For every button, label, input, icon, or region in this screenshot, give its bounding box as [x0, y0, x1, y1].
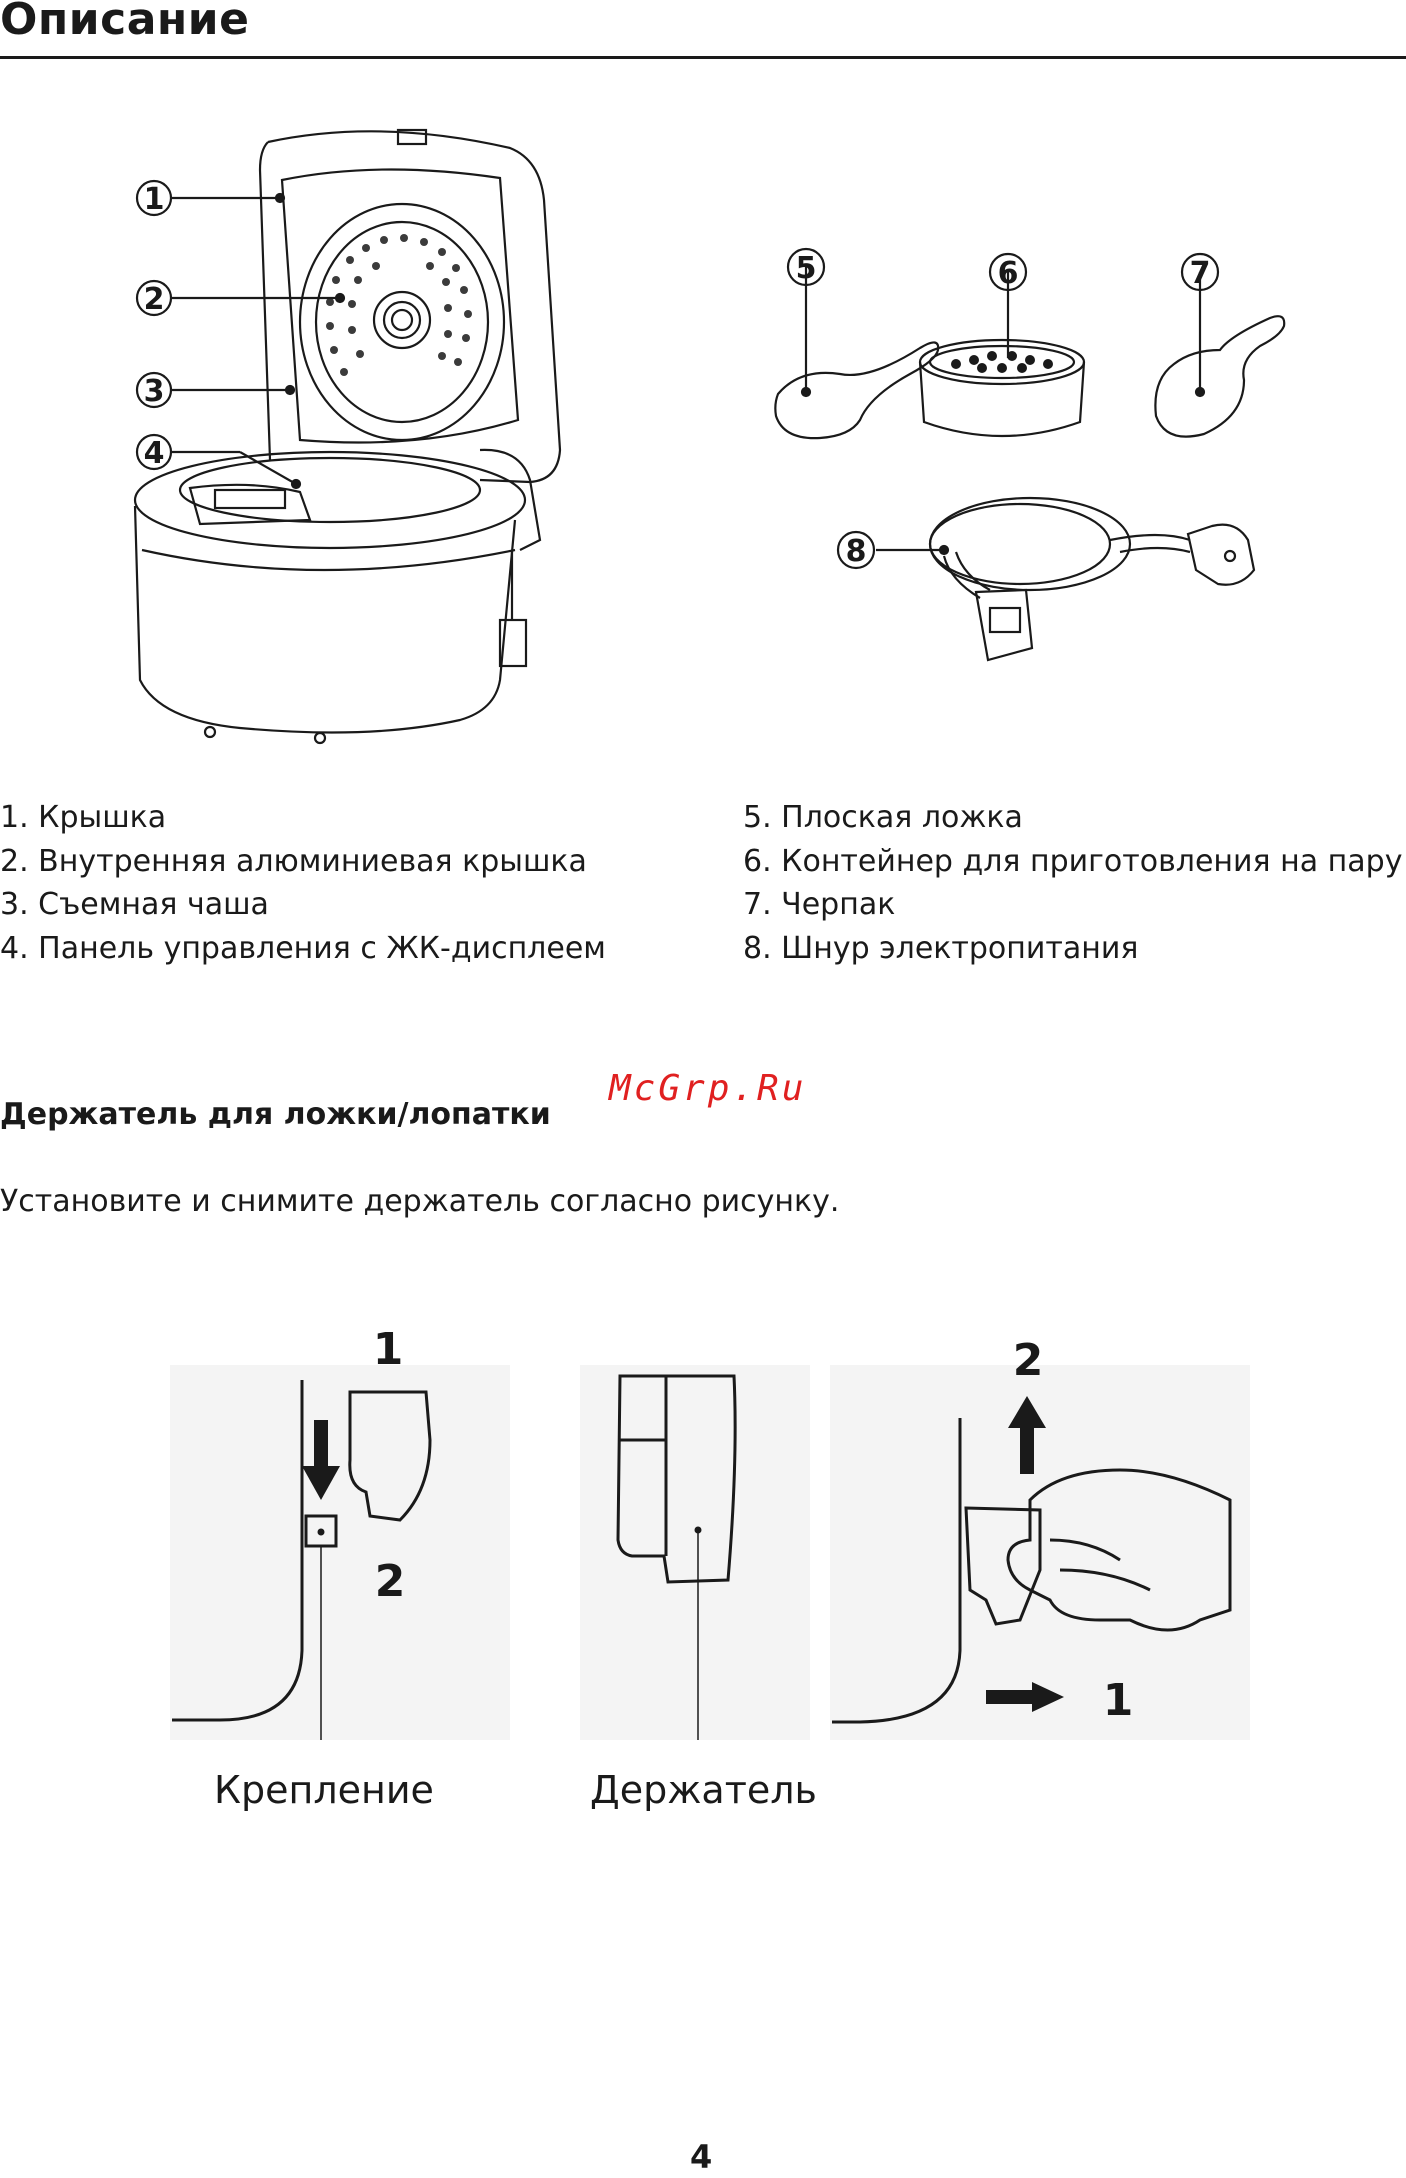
holder-section-heading: Держатель для ложки/лопатки — [0, 1097, 551, 1132]
caption-holder: Держатель — [590, 1768, 817, 1812]
page-title: Описание — [0, 0, 250, 45]
list-item: 5. Плоская ложка — [743, 800, 1023, 835]
holder-instruction: Установите и снимите держатель согласно … — [0, 1184, 840, 1219]
callout-5: 5 — [796, 251, 817, 286]
holder-installation-diagram: 1 2 2 1 — [170, 1324, 1250, 1740]
list-item: 7. Черпак — [743, 887, 896, 922]
callout-2: 2 — [144, 282, 165, 317]
list-item: 4. Панель управления с ЖК-дисплеем — [0, 930, 606, 966]
list-item: 6. Контейнер для приготовления на пару — [743, 843, 1403, 879]
rice-cooker-illustration: 1 2 3 4 — [133, 128, 562, 745]
callout-7: 7 — [1190, 256, 1211, 291]
list-item: 2. Внутренняя алюминиевая крышка — [0, 843, 587, 879]
callout-3: 3 — [144, 374, 165, 409]
accessories-illustration: 5 6 7 8 — [774, 247, 1286, 662]
callout-4: 4 — [144, 436, 165, 471]
watermark: McGrp.Ru — [609, 1068, 807, 1109]
step-label-install-2: 2 — [375, 1556, 406, 1607]
callout-8: 8 — [846, 534, 867, 569]
list-item: 8. Шнур электропитания — [743, 930, 1139, 966]
caption-mount: Крепление — [214, 1768, 434, 1812]
title-divider — [0, 56, 1406, 59]
list-item: 1. Крышка — [0, 800, 167, 835]
callout-6: 6 — [998, 256, 1019, 291]
parts-list-right: 5. Плоская ложка 6. Контейнер для пригот… — [743, 796, 1402, 970]
parts-list-left: 1. Крышка 2. Внутренняя алюминиевая крыш… — [0, 796, 606, 970]
callout-1: 1 — [144, 182, 165, 217]
page-number: 4 — [690, 2138, 713, 2176]
step-label-install-1: 1 — [373, 1324, 404, 1375]
list-item: 3. Съемная чаша — [0, 887, 269, 922]
step-label-remove-1: 1 — [1103, 1675, 1134, 1726]
step-label-remove-2: 2 — [1013, 1335, 1044, 1386]
